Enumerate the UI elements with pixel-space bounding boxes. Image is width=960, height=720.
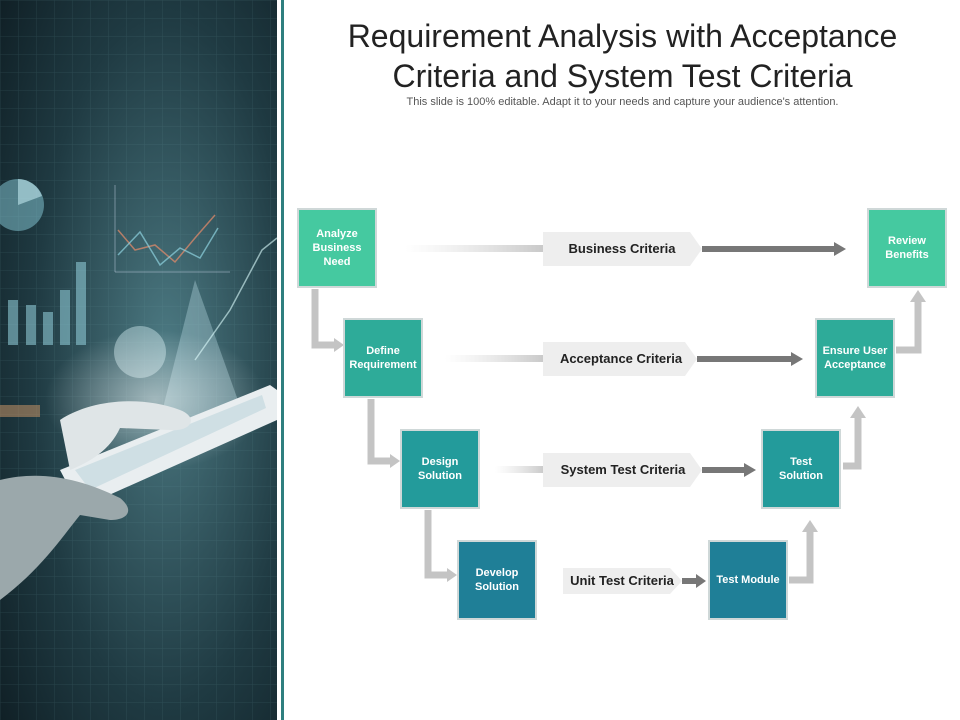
step-label: Design Solution: [418, 456, 462, 482]
tablet-analytics-illustration: [0, 0, 277, 720]
criteria-system-test: System Test Criteria: [560, 462, 686, 477]
step-design-solution: Design Solution: [400, 429, 480, 509]
step-label: Test Solution: [779, 456, 823, 482]
system-test-criteria-tag: [543, 453, 702, 487]
left-staircase-arrowheads: [334, 338, 457, 582]
step-label: Test Module: [716, 574, 780, 586]
title-line-1: Requirement Analysis with Acceptance: [347, 18, 898, 54]
left-staircase-connectors: [311, 289, 447, 579]
title-line-2: Criteria and System Test Criteria: [392, 58, 853, 94]
step-test-solution: Test Solution: [761, 429, 841, 509]
step-label: Develop Solution: [475, 567, 519, 593]
acceptance-criteria-tag: [543, 342, 697, 376]
acceptance-criteria-fade: [445, 355, 545, 362]
criteria-acceptance: Acceptance Criteria: [559, 351, 683, 366]
right-staircase-arrowheads: [802, 290, 926, 532]
criteria-unit-test: Unit Test Criteria: [570, 573, 674, 588]
step-ensure-user-acceptance: Ensure User Acceptance: [815, 318, 895, 398]
system-test-criteria-fade: [495, 466, 545, 473]
step-test-module: Test Module: [708, 540, 788, 620]
page-subtitle: This slide is 100% editable. Adapt it to…: [406, 96, 839, 108]
business-criteria-fade: [405, 245, 545, 252]
unit-test-criteria-tag: [563, 568, 682, 594]
business-criteria-tag: [543, 232, 702, 266]
step-label: Define Requirement: [349, 345, 417, 371]
step-define-requirement: Define Requirement: [343, 318, 423, 398]
step-develop-solution: Develop Solution: [457, 540, 537, 620]
step-label: Review Benefits: [885, 235, 929, 261]
criteria-business: Business Criteria: [568, 241, 676, 256]
step-label: Analyze Business Need: [312, 228, 362, 268]
step-label: Ensure User Acceptance: [822, 345, 888, 371]
step-review-benefits: Review Benefits: [867, 208, 947, 288]
page-title: Requirement Analysis with Acceptance Cri…: [300, 16, 945, 96]
step-analyze-business-need: Analyze Business Need: [297, 208, 377, 288]
criteria-arrows: [682, 242, 846, 588]
right-staircase-connectors: [789, 300, 922, 584]
vertical-divider: [281, 0, 284, 720]
hero-image: [0, 0, 277, 720]
